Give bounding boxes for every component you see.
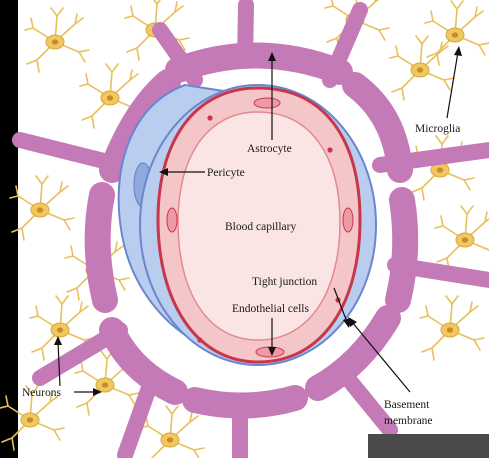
label-blood-capillary: Blood capillary [225,221,296,233]
black-corner-top-left [0,0,18,405]
label-neurons: Neurons [22,387,61,399]
label-endothelial-cells: Endothelial cells [232,303,309,315]
label-basement-membrane-line1: Basement [384,399,430,411]
label-microglia: Microglia [415,123,460,135]
label-tight-junction: Tight junction [252,276,317,288]
dark-corner-bottom-right [368,434,489,458]
label-astrocyte: Astrocyte [247,143,292,155]
label-pericyte: Pericyte [207,167,245,179]
label-basement-membrane-line2: membrane [384,415,433,427]
black-corner-bottom-left [0,405,18,458]
